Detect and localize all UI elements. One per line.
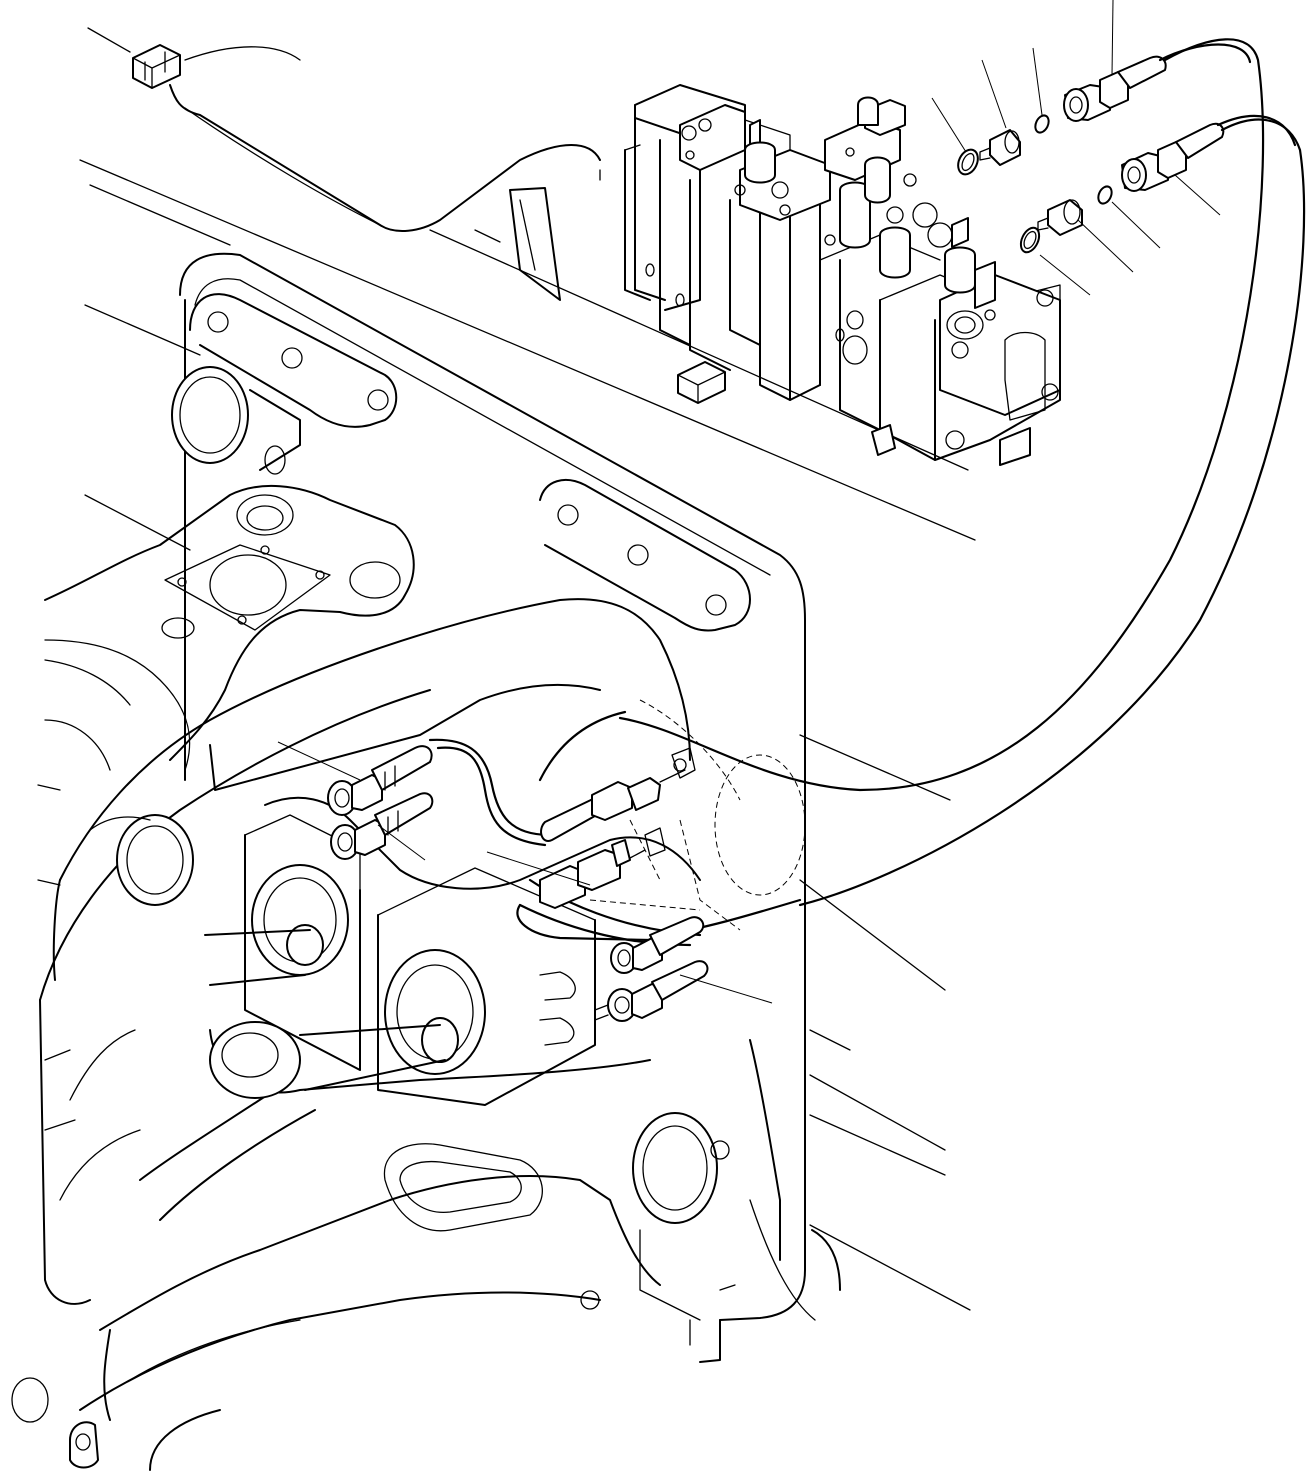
oring-upper-small (1034, 114, 1050, 134)
coupling-motor-lower (330, 792, 434, 860)
left-mount (44, 485, 415, 771)
coupling-motor-right-lower (594, 960, 709, 1022)
leader-4 (1111, 0, 1114, 76)
motor-housing (139, 683, 701, 1221)
clamp-top-left (132, 44, 181, 89)
hose-coupler-upper (1063, 55, 1167, 122)
fitting-upper (979, 129, 1021, 166)
yoke-arm (39, 598, 691, 1305)
oring-lower-small (1097, 185, 1113, 205)
leader-10 (377, 824, 426, 861)
fitting-lower (1037, 199, 1083, 236)
callout-leaders (277, 0, 1221, 1004)
leader-8 (1039, 254, 1091, 296)
leader-7 (1077, 219, 1134, 273)
leader-12 (679, 974, 773, 1004)
coupling-motor-upper (327, 745, 433, 816)
boss-upper-left (171, 366, 301, 475)
leader-9 (277, 741, 361, 781)
coupling-center-lower (539, 827, 666, 909)
upper-cross-member (169, 46, 601, 301)
leader-1 (931, 97, 967, 153)
leader-6 (1111, 201, 1161, 249)
coupling-center (540, 747, 696, 842)
control-valve (474, 84, 1061, 466)
hose-coupler-lower (1121, 122, 1225, 192)
coupling-motor-right-upper (610, 916, 705, 974)
leader-3 (1032, 47, 1043, 116)
leader-2 (981, 59, 1007, 129)
frame-rails (37, 27, 976, 1311)
hidden-lines (589, 699, 806, 931)
lower-frame (11, 1039, 841, 1471)
leader-5 (1174, 174, 1221, 216)
oring-lower-large (1019, 226, 1041, 254)
oring-upper-large (957, 148, 979, 176)
leader-11 (486, 851, 591, 886)
clamp-valve (677, 361, 726, 404)
